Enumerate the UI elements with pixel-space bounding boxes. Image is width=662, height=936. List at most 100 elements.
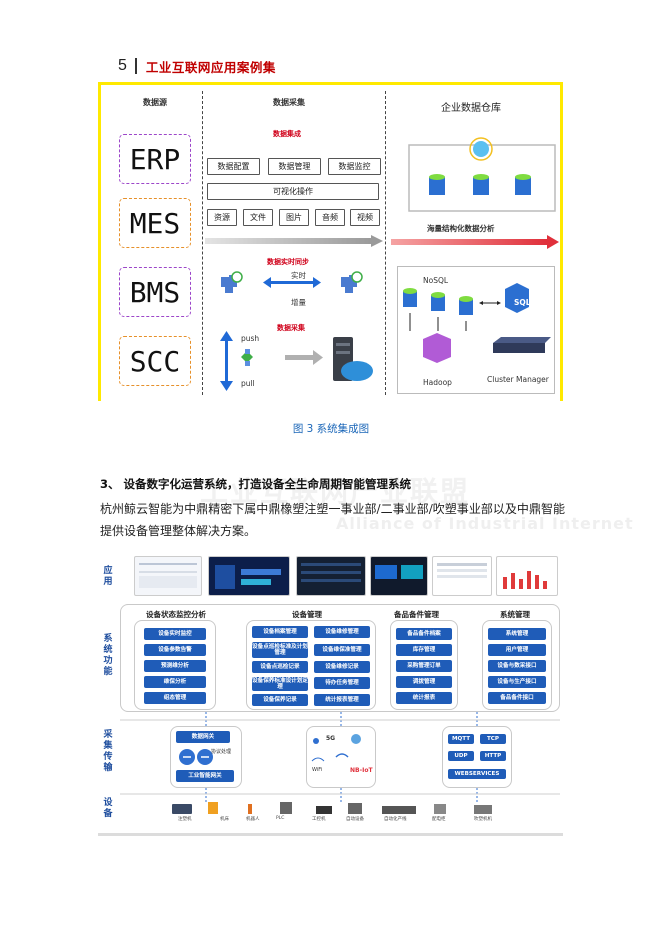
- device-label: 注塑机: [178, 817, 192, 822]
- device-label: 吹塑机机: [474, 817, 492, 822]
- data-gateway: 数据网关: [176, 731, 230, 743]
- collect-label: 数据采集: [277, 324, 305, 332]
- func-button: 设备与生产接口: [488, 676, 546, 688]
- warehouse-column-title: 企业数据仓库: [441, 103, 501, 114]
- func-button: 采购管理订单: [396, 660, 452, 672]
- func-button: 设备维保准管理: [314, 644, 370, 656]
- device-label: PLC: [276, 816, 285, 821]
- device-label: 自动设备: [346, 817, 364, 822]
- func-button: 设备维修记录: [314, 661, 370, 673]
- func-button: 系统管理: [488, 628, 546, 640]
- func-button: 库存管理: [396, 644, 452, 656]
- hadoop-label: Hadoop: [423, 378, 452, 387]
- func-button: 维保分析: [144, 676, 206, 688]
- cell-file: 文件: [243, 209, 273, 226]
- func-button: 设备维修管理: [314, 626, 370, 638]
- protocol-webservices: WEBSERVICES: [448, 769, 506, 779]
- gateway-panel: [170, 726, 242, 788]
- row-label-apps: 应用: [103, 566, 113, 587]
- func-button: 设备实时监控: [144, 628, 206, 640]
- network-panel: [306, 726, 376, 788]
- app-thumbnail: [432, 556, 492, 596]
- source-bms: BMS: [119, 267, 191, 317]
- app-thumbnail: [296, 556, 366, 596]
- section-paragraph: 杭州鲸云智能为中鼎精密下属中鼎橡塑注塑一事业部/二事业部/吹塑事业部以及中鼎智能…: [100, 502, 565, 538]
- func-button: 统计报表: [396, 692, 452, 704]
- figure3-caption: 图 3 系统集成图: [292, 423, 370, 435]
- device-label: 机床: [220, 817, 229, 822]
- func-button: 备品备件档案: [396, 628, 452, 640]
- pull-label: pull: [241, 379, 255, 388]
- func-button: 设备点巡检标准及计划管理: [252, 642, 308, 658]
- red-arrow: [391, 235, 559, 249]
- bigdata-box: [397, 266, 555, 394]
- func-button: 设备保养记录: [252, 694, 308, 706]
- net-5g: 5G: [326, 735, 336, 742]
- panel-title-spare: 备品备件管理: [394, 610, 439, 619]
- sql-label: SQL: [514, 298, 531, 307]
- bigdata-icons: [403, 283, 551, 363]
- header-title: 工业互联网应用案例集: [145, 59, 276, 75]
- system-integration-figure: 数据源 数据采集 企业数据仓库 ERP MES BMS SCC 数据集成 数据配…: [98, 82, 563, 401]
- func-button: 待办任务管理: [314, 677, 370, 689]
- cell-resource: 资源: [207, 209, 237, 226]
- protocol-mqtt: MQTT: [448, 734, 474, 744]
- header-divider: [134, 58, 137, 74]
- app-thumbnail: [208, 556, 290, 596]
- cluster-manager-label: Cluster Manager: [487, 375, 549, 384]
- panel-title-status: 设备状态监控分析: [146, 610, 206, 619]
- panel-status-monitoring: [134, 620, 216, 710]
- sync-label: 数据实时同步: [267, 258, 309, 266]
- cell-data-monitor: 数据监控: [328, 158, 381, 175]
- protocol-http: HTTP: [480, 751, 506, 761]
- equipment-management-figure: 应用 系统功能 采集传输 设备 设备状态监控分析 设备实时监控 设备参数: [98, 548, 563, 836]
- industrial-gateway: 工业智能网关: [176, 770, 234, 782]
- row-label-functions: 系统功能: [103, 634, 113, 677]
- mass-analysis-label: 海量结构化数据分析: [427, 224, 495, 233]
- panel-system-management: [482, 620, 552, 710]
- func-button: 组态管理: [144, 692, 206, 704]
- divider-line: [202, 91, 203, 395]
- gray-arrow: [205, 235, 383, 247]
- source-mes: MES: [119, 198, 191, 248]
- realtime-label: 实时: [291, 271, 306, 280]
- net-nbiot: NB-IoT: [350, 767, 373, 774]
- cell-data-config: 数据配置: [207, 158, 260, 175]
- incremental-label: 增量: [291, 298, 306, 307]
- sync-icons: [221, 271, 363, 293]
- row-label-transmission: 采集传输: [103, 730, 113, 773]
- source-erp: ERP: [119, 134, 191, 184]
- collection-column-title: 数据采集: [273, 98, 305, 107]
- protocol-processing-label: 协议处理: [211, 749, 232, 755]
- panel-title-system: 系统管理: [500, 610, 530, 619]
- app-thumbnail: [134, 556, 202, 596]
- panel-device-management: [246, 620, 376, 710]
- divider-line: [385, 91, 386, 395]
- panel-spare-parts: [390, 620, 458, 710]
- cell-audio: 音频: [315, 209, 345, 226]
- func-button: 设备保养标准设计划定理: [252, 677, 308, 691]
- func-button: 设备档案管理: [252, 626, 308, 638]
- section-title: 3、 设备数字化运营系统，打造设备全生命周期智能管理系统: [100, 477, 412, 491]
- watermark: 工业互联网产业联盟: [200, 475, 471, 508]
- device-label: 工控机: [312, 817, 326, 822]
- device-label: 自动化产线: [384, 817, 407, 822]
- connector-lines: [120, 712, 560, 802]
- app-thumbnail: [496, 556, 558, 596]
- net-wifi: WiFi: [312, 767, 323, 773]
- protocol-panel: [442, 726, 512, 788]
- func-button: 预测维分析: [144, 660, 206, 672]
- cell-data-management: 数据管理: [268, 158, 321, 175]
- device-label: 配电柜: [432, 817, 446, 822]
- warehouse-diagram: [408, 137, 556, 212]
- collect-icons: [220, 331, 373, 391]
- func-button: 设备点巡检记录: [252, 661, 308, 673]
- cell-image: 图片: [279, 209, 309, 226]
- watermark-english: Alliance of Industrial Internet: [336, 514, 634, 533]
- func-button: 设备与数采接口: [488, 660, 546, 672]
- page-number: 5: [118, 57, 127, 74]
- cell-video: 视频: [350, 209, 380, 226]
- device-label: 机器人: [246, 817, 260, 822]
- gateway-icons: [179, 749, 213, 765]
- source-scc: SCC: [119, 336, 191, 386]
